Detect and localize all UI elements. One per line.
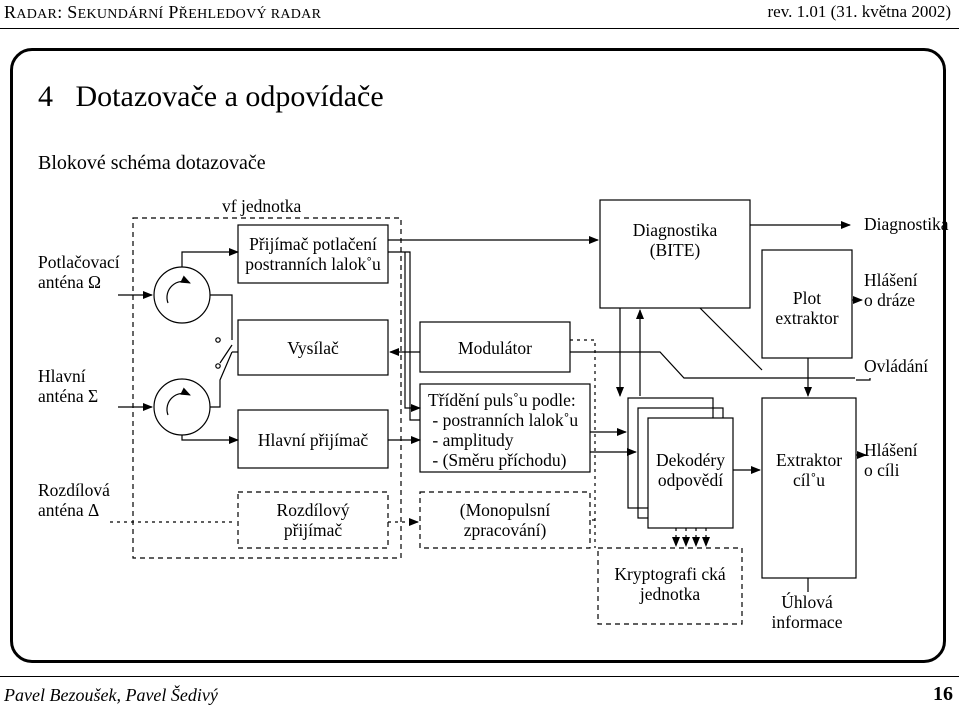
main-receiver-block (237, 409, 389, 469)
main-receiver-label: Hlavní přijímač (257, 430, 369, 450)
sorter-label: Třídění puls˚u podle: - postranních lalo… (428, 390, 579, 470)
control-label: Ovládání (864, 356, 929, 376)
plot-extractor-block (761, 249, 853, 359)
transmitter-label: Vysílač (287, 338, 339, 358)
modulator-block (419, 321, 571, 373)
bite-block (599, 199, 751, 309)
circulator-top (153, 266, 211, 324)
monopulse-block (419, 491, 591, 549)
header-rule (0, 28, 959, 29)
vf-unit-label: vf jednotka (222, 196, 302, 216)
page-number: 16 (933, 683, 953, 705)
revision-info: rev. 1.01 (31. května 2002) (767, 2, 952, 21)
target-extractor-block (761, 397, 857, 579)
sls-receiver-block (237, 224, 389, 284)
running-title: RADAR: SEKUNDÁRNÍ PŘEHLEDOVÝ RADAR (4, 2, 322, 22)
section-title: 4 Dotazovače a odpovídače (38, 80, 384, 113)
transmitter-block (237, 319, 389, 376)
bite-label: Diagnostika(BITE) (632, 220, 718, 260)
sorter-block (419, 383, 591, 473)
decoder-block-3 (647, 417, 734, 529)
vf-unit-boundary (132, 217, 402, 559)
diagram-subtitle: Blokové schéma dotazovače (38, 152, 266, 174)
diag-output-label: Diagnostika (864, 214, 949, 234)
page-header: RADAR: SEKUNDÁRNÍ PŘEHLEDOVÝ RADAR rev. … (0, 0, 959, 26)
modulator-label: Modulátor (458, 338, 532, 358)
crypto-block (597, 547, 743, 625)
footer-authors: Pavel Bezoušek, Pavel Šedivý (4, 685, 218, 705)
slide-frame (10, 48, 946, 663)
diff-receiver-block (237, 491, 389, 549)
footer-rule (0, 676, 959, 677)
circulator-bottom (153, 378, 211, 436)
